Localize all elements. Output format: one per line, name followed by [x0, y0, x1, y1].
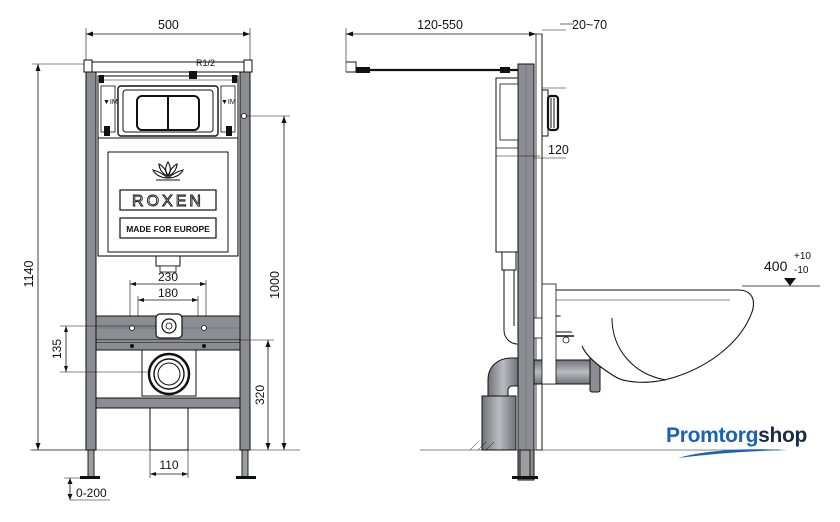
dim-frame-depth	[533, 150, 566, 162]
label-foot-adjust: 0-200	[76, 486, 107, 500]
dim-135	[60, 325, 156, 373]
label-110: 110	[159, 458, 178, 472]
brand-logo: Promtorgshop	[666, 424, 807, 448]
dim-320	[198, 339, 274, 450]
dim-1000	[241, 113, 290, 450]
dim-wall-range	[542, 23, 574, 31]
label-seat-height: 400	[764, 258, 788, 274]
dim-height-1140	[32, 63, 86, 451]
dim-110	[149, 450, 189, 478]
panel-mark-left: ▼IM	[103, 99, 118, 106]
dim-pipe-spacing	[129, 280, 207, 318]
brand-part1: Promtorg	[666, 424, 759, 447]
label-depth-range: 120-550	[417, 18, 463, 32]
side-view	[345, 23, 820, 481]
label-height-total: 1140	[22, 261, 36, 288]
panel-logo: ROXEN	[132, 193, 204, 210]
brand-swoosh-icon	[678, 449, 788, 458]
label-135: 135	[50, 339, 64, 359]
label-320: 320	[253, 385, 267, 405]
label-230: 230	[158, 270, 178, 284]
label-frame-depth: 120	[548, 143, 569, 157]
panel-mark-right: ▼IM	[221, 99, 236, 106]
label-width: 500	[158, 18, 179, 32]
lotus-logo-icon	[152, 160, 184, 181]
brand-part2: shop	[758, 424, 808, 447]
dim-width-500	[85, 28, 251, 62]
label-180: 180	[158, 286, 178, 300]
label-seat-tol-minus: -10	[794, 265, 809, 276]
label-wall-range: 20~70	[572, 18, 607, 32]
front-view	[30, 28, 300, 501]
label-1000: 1000	[268, 271, 282, 299]
dim-depth-range	[345, 28, 536, 72]
dim-foot-adjust	[64, 477, 110, 501]
label-connection: R1/2	[196, 58, 215, 68]
panel-tagline: MADE FOR EUROPE	[126, 224, 210, 234]
label-seat-tol-plus: +10	[794, 251, 811, 262]
